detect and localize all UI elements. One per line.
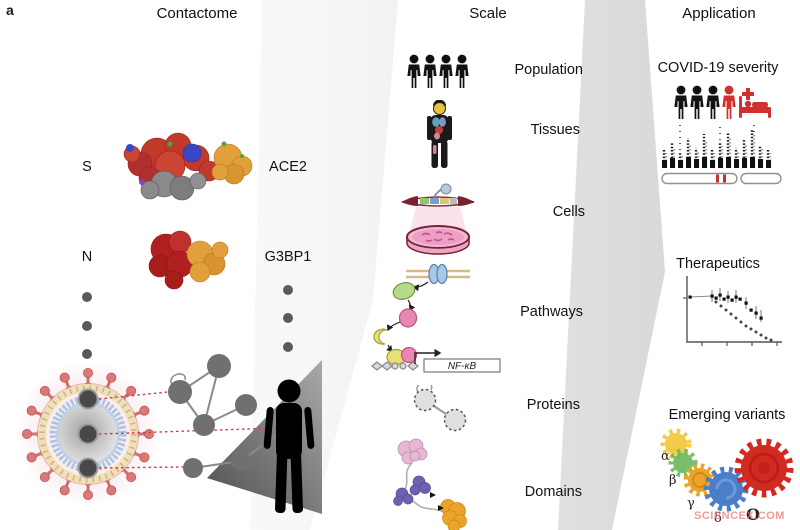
virus-network-links bbox=[98, 391, 279, 469]
n-g3bp1-structure-icon bbox=[148, 230, 229, 290]
application-label-severity: COVID-19 severity bbox=[657, 60, 779, 76]
ellipsis-dot bbox=[283, 285, 293, 295]
manhattan-plot-icon bbox=[662, 122, 772, 168]
covid-severity-icon bbox=[674, 85, 771, 119]
host-protein-label-g3bp1: G3BP1 bbox=[264, 249, 312, 265]
ellipsis-dot bbox=[283, 313, 293, 323]
variant-label-alpha: α bbox=[661, 449, 670, 464]
watermark: SCIENCEX.COM bbox=[694, 510, 785, 522]
nfkb-gene-label: NF-κB bbox=[448, 361, 477, 372]
virus-icon bbox=[22, 367, 155, 501]
scale-label-domains: Domains bbox=[524, 484, 582, 500]
therapeutics-plot-icon bbox=[683, 276, 782, 346]
scale-label-tissues: Tissues bbox=[530, 122, 580, 138]
viral-protein-label-s: S bbox=[82, 159, 92, 175]
scale-label-pathways: Pathways bbox=[520, 304, 583, 320]
human-silhouette bbox=[263, 379, 315, 514]
population-icon bbox=[407, 54, 469, 88]
variant-label-beta: β bbox=[669, 473, 677, 488]
column-header-scale: Scale bbox=[469, 5, 507, 22]
ellipsis-dot bbox=[82, 292, 92, 302]
domains-icon bbox=[393, 438, 467, 530]
viral-protein-dots bbox=[77, 388, 99, 479]
viral-protein-label-n: N bbox=[81, 249, 93, 265]
application-label-variants: Emerging variants bbox=[668, 407, 786, 423]
variant-label-gamma: γ bbox=[687, 496, 695, 511]
tissues-icon bbox=[427, 100, 452, 168]
ellipsis-dot bbox=[82, 321, 92, 331]
chromosome-icon bbox=[661, 172, 782, 185]
scale-label-cells: Cells bbox=[552, 204, 585, 220]
s-ace2-structure-icon bbox=[123, 132, 253, 201]
variant-label-omicron: Ο bbox=[746, 505, 760, 524]
scale-label-population: Population bbox=[514, 62, 583, 78]
ellipsis-dot bbox=[283, 342, 293, 352]
variant-label-delta: δ bbox=[714, 511, 722, 526]
host-protein-label-ace2: ACE2 bbox=[269, 159, 307, 175]
emerging-variants-icon bbox=[660, 428, 794, 512]
application-label-therapeutics: Therapeutics bbox=[676, 256, 760, 272]
column-header-application: Application bbox=[682, 5, 756, 22]
proteins-icon bbox=[413, 385, 467, 432]
column-header-contactome: Contactome bbox=[156, 5, 238, 22]
ellipsis-dot bbox=[82, 349, 92, 359]
panel-label: a bbox=[6, 2, 14, 18]
pathways-icon: NF-κB bbox=[371, 263, 501, 373]
cells-icon bbox=[401, 183, 475, 255]
contactome-graphic bbox=[14, 354, 322, 514]
scale-label-proteins: Proteins bbox=[526, 397, 580, 413]
